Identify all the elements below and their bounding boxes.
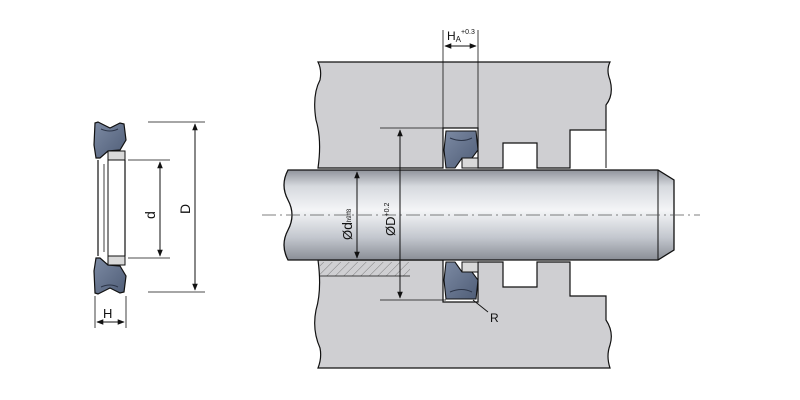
groove-width-label: H	[447, 29, 456, 43]
seal-inner-diameter-label: d	[142, 211, 158, 219]
groove-diameter-tolerance: +0.2	[384, 203, 391, 217]
seal-profile-top	[93, 121, 127, 161]
rod-diameter-tolerance: h9/f8	[347, 208, 353, 222]
installed-seal-bottom	[443, 261, 479, 300]
housing-lower	[314, 259, 612, 369]
installation-view: HA+0.3 ØD+0.2 Ødh9/f8 R	[262, 29, 700, 369]
svg-text:ØD+0.2: ØD+0.2	[383, 203, 398, 236]
svg-text:Ødh9/f8: Ødh9/f8	[339, 208, 355, 240]
groove-diameter-symbol: Ø	[383, 226, 398, 236]
rod-diameter-label: d	[339, 222, 355, 230]
groove-diameter-label: D	[383, 216, 398, 225]
seal-section-view: H d D	[93, 121, 205, 328]
svg-text:HA+0.3: HA+0.3	[447, 29, 475, 44]
seal-height-label: H	[103, 306, 112, 321]
groove-width-subscript: A	[456, 35, 462, 44]
installed-seal-top	[443, 130, 479, 169]
groove-width-tolerance: +0.3	[461, 29, 475, 36]
housing-upper	[314, 61, 612, 169]
radius-label: R	[490, 311, 499, 325]
rod-diameter-symbol: Ø	[340, 230, 355, 240]
seal-outer-diameter-label: D	[177, 204, 193, 214]
seal-profile-bottom	[93, 255, 127, 295]
